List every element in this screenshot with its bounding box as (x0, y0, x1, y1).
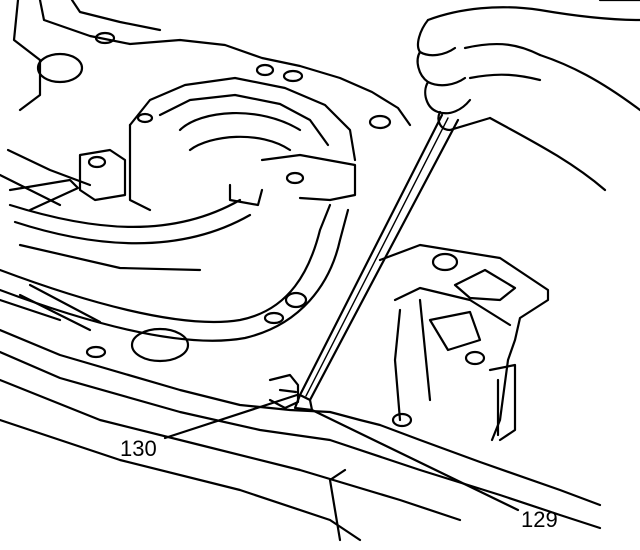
technician-hand (416, 0, 640, 192)
bolt-hole (263, 311, 285, 325)
callout-label-129: 129 (521, 507, 558, 532)
filter-body (18, 283, 308, 363)
bolt-hole (464, 350, 486, 366)
bolt-hole (284, 291, 308, 309)
leader-lines (163, 393, 520, 512)
callout-label-130: 130 (120, 436, 157, 461)
bolt-hole (85, 345, 107, 359)
scraper-tool (293, 113, 460, 412)
gasket-tab (268, 373, 300, 410)
leader-line-130 (163, 393, 299, 440)
bolt-hole (391, 412, 413, 428)
servo-housing (78, 76, 357, 212)
fluid-tubes (0, 198, 350, 342)
bolt-hole (94, 31, 116, 45)
bolt-hole (87, 155, 107, 169)
bolt-hole (255, 63, 275, 77)
oil-pan-flange (0, 243, 602, 542)
bolt-hole (368, 114, 392, 130)
filter-neck (130, 327, 190, 363)
leader-line-129 (310, 408, 520, 512)
case-bore (36, 52, 84, 84)
bolt-hole (431, 252, 459, 272)
bolt-hole (136, 112, 154, 124)
bolt-hole (282, 69, 304, 83)
port-hole (285, 171, 305, 185)
case-casting-upper (0, 0, 412, 212)
